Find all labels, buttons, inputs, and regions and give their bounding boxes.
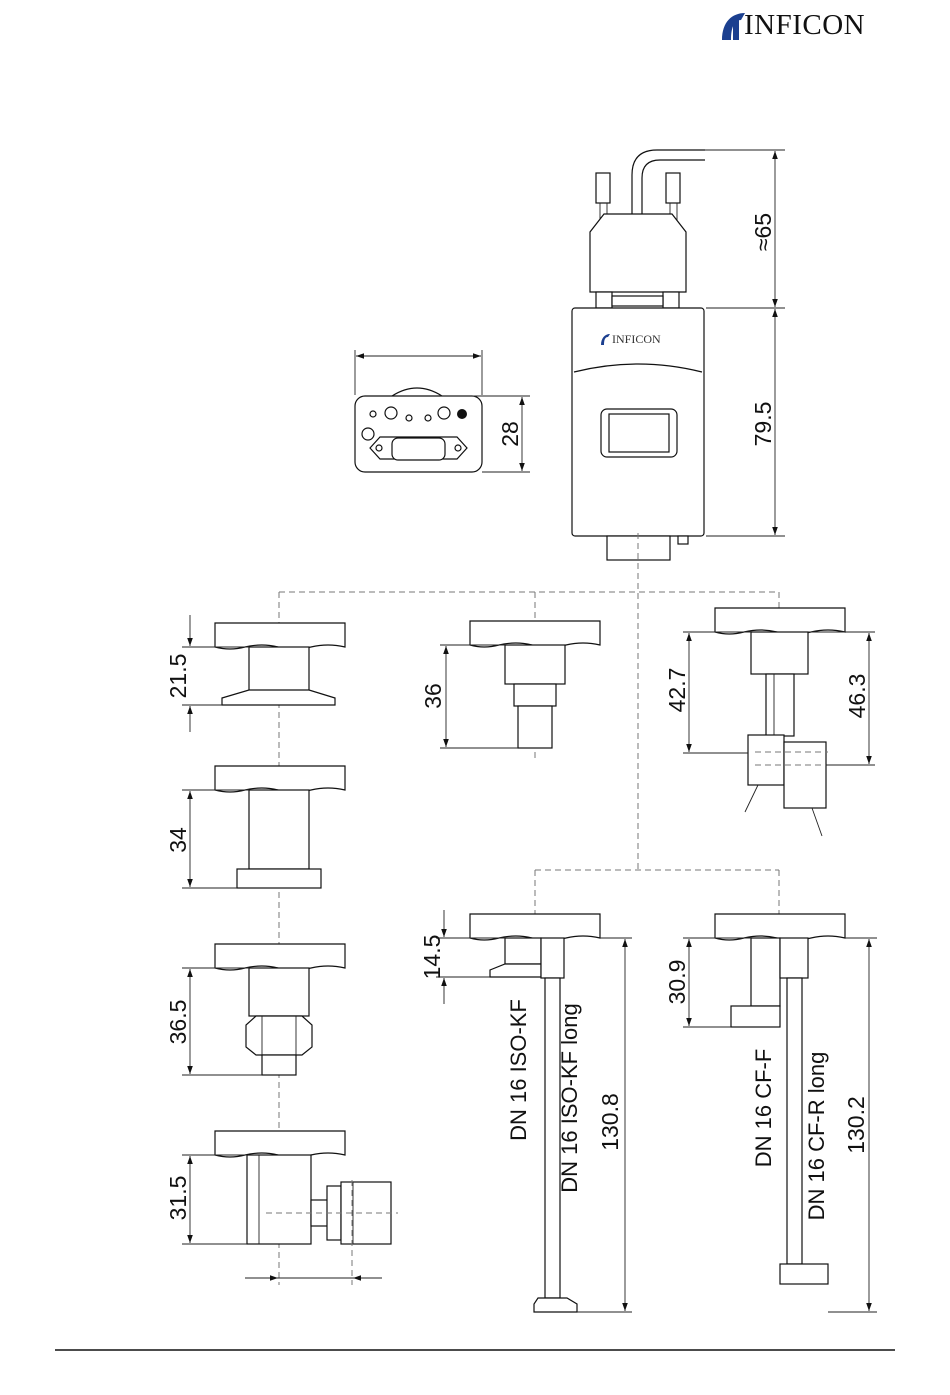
dim-vcr-a: 42.7 — [664, 668, 690, 713]
dim-iso-kf: 14.5 — [419, 935, 445, 980]
flange-cf-small: 34 — [165, 766, 345, 888]
dim-front-height: 28 — [497, 421, 523, 447]
dim-fitting: 36.5 — [165, 1000, 191, 1045]
flange-valve-fitting: 31.5 — [165, 1131, 398, 1285]
flange-vcr: 42.7 46.3 — [664, 608, 875, 836]
flange-fitting: 36.5 — [165, 944, 345, 1075]
flange-iso-kf: 14.5 DN 16 ISO-KF DN 16 ISO-KF long 130.… — [419, 910, 632, 1312]
inficon-logo: INFICON — [722, 9, 865, 41]
flange-kf-small: 21.5 — [165, 615, 345, 732]
label-cf-f: DN 16 CF-F — [751, 1049, 776, 1168]
cable-connector — [590, 150, 705, 308]
dim-cf-r-long: 130.2 — [843, 1096, 869, 1154]
dim-barb: 36 — [420, 683, 446, 709]
label-iso-kf-long: DN 16 ISO-KF long — [557, 1003, 582, 1193]
flange-cf-f: 30.9 DN 16 CF-F DN 16 CF-R long 130.2 — [664, 914, 877, 1312]
gauge-brand-label: INFICON — [612, 332, 661, 346]
gauge-front-view: 28 — [355, 350, 530, 472]
label-cf-r-long: DN 16 CF-R long — [804, 1052, 829, 1221]
dim-valve-fitting: 31.5 — [165, 1176, 191, 1221]
brand-name: INFICON — [744, 9, 865, 41]
dim-vcr-b: 46.3 — [844, 674, 870, 719]
dim-cf-f: 30.9 — [664, 960, 690, 1005]
gauge-dimensions: ≈65 79.5 — [705, 150, 785, 536]
dim-iso-kf-long: 130.8 — [597, 1093, 623, 1151]
dim-cf-small: 34 — [165, 827, 191, 853]
dim-cable: ≈65 — [750, 213, 776, 251]
label-iso-kf: DN 16 ISO-KF — [506, 999, 531, 1141]
dim-body: 79.5 — [750, 402, 776, 447]
dim-kf-small: 21.5 — [165, 654, 191, 699]
flange-barb: 36 — [420, 621, 600, 748]
gauge-body: INFICON — [572, 308, 704, 870]
